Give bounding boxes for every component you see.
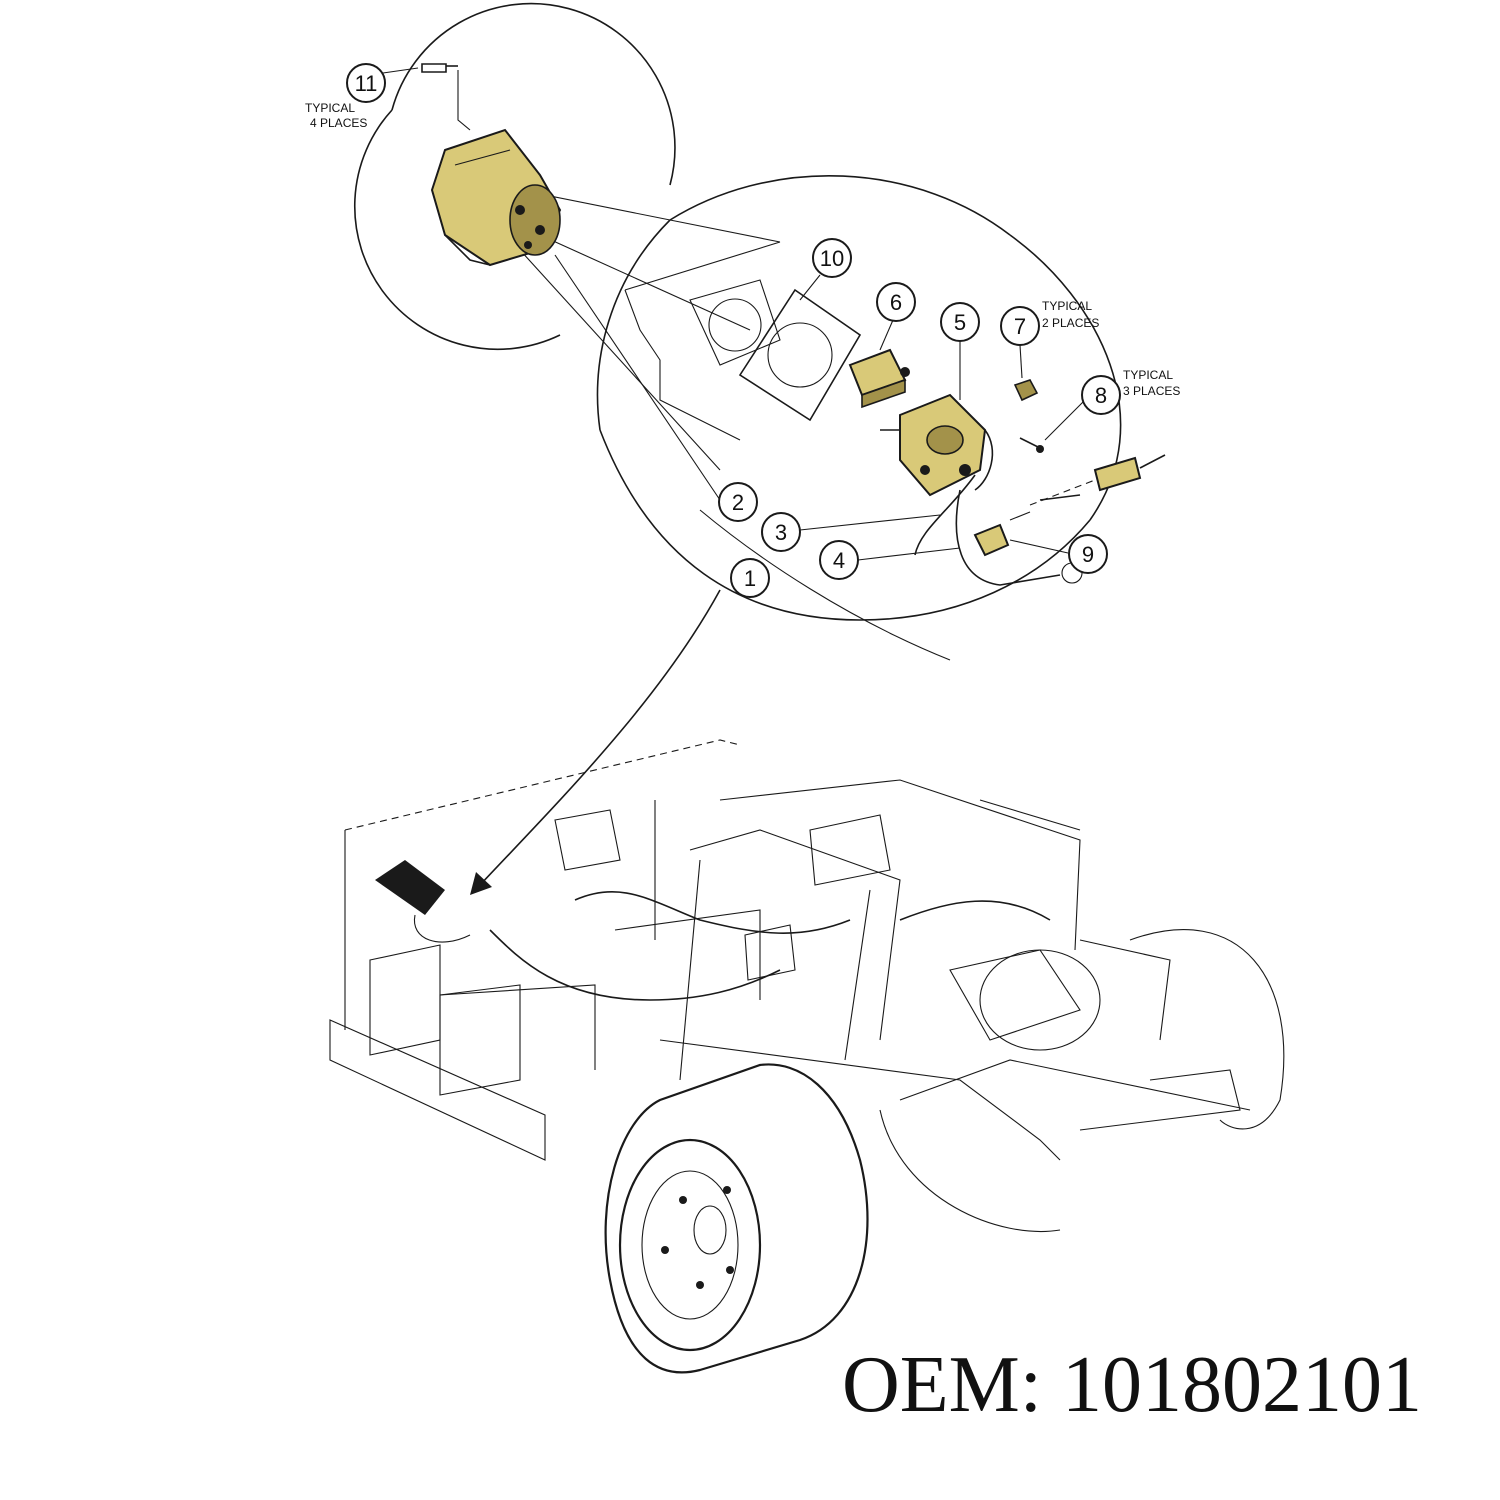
svg-text:10: 10 [820,246,844,271]
svg-text:3: 3 [775,520,787,545]
svg-text:11: 11 [355,71,378,96]
solenoid [880,393,987,497]
screw-8 [1019,437,1044,453]
callout-2: 2 [718,482,758,522]
svg-text:2: 2 [732,490,744,515]
oem-part-number: OEM: 101802101 [842,1341,1422,1429]
charger-receptacle [430,128,562,267]
location-arrow [470,589,721,895]
svg-text:9: 9 [1082,542,1094,567]
callout-11: 11 [346,63,386,103]
svg-text:7: 7 [1014,314,1026,339]
svg-text:TYPICAL: TYPICAL [1042,299,1092,313]
svg-text:3 PLACES: 3 PLACES [1123,384,1180,398]
note-typical-2-places: TYPICAL 2 PLACES [1042,299,1099,330]
vehicle-chassis [329,739,1285,1233]
detail-bubble-small [353,2,676,350]
svg-text:4: 4 [833,548,845,573]
note-typical-3-places: TYPICAL 3 PLACES [1123,368,1180,398]
svg-text:1: 1 [744,566,756,591]
svg-text:TYPICAL: TYPICAL [305,101,355,115]
screw-11 [421,63,471,131]
callout-9: 9 [1068,534,1108,574]
callout-7: 7 [1000,306,1040,346]
fuse-block [848,348,910,409]
svg-text:5: 5 [954,310,966,335]
wire-harness [914,429,1166,586]
svg-text:4 PLACES: 4 PLACES [310,116,367,130]
callout-1: 1 [730,558,770,598]
svg-text:TYPICAL: TYPICAL [1123,368,1173,382]
note-typical-4-places: TYPICAL 4 PLACES [305,101,367,130]
leader-lines [382,67,1086,561]
gasket [689,279,862,422]
detail-bubble-large [596,175,1122,621]
svg-text:8: 8 [1095,383,1107,408]
callout-3: 3 [761,512,801,552]
callout-10: 10 [812,238,852,278]
svg-text:2 PLACES: 2 PLACES [1042,316,1099,330]
callout-4: 4 [819,540,859,580]
callout-6: 6 [876,282,916,322]
nut-7 [1013,379,1039,402]
callout-5: 5 [940,302,980,342]
callout-8: 8 [1081,375,1121,415]
rear-tire [604,1063,869,1374]
svg-text:6: 6 [890,290,902,315]
